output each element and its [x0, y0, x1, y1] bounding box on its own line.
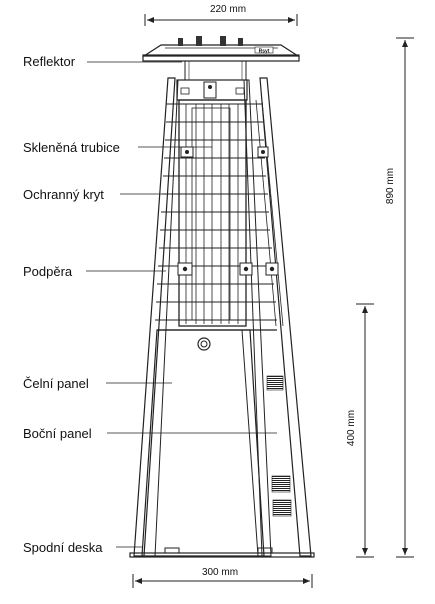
burner-head — [176, 79, 248, 101]
total-height-text: 890 mm — [385, 168, 396, 204]
panel-height-text: 400 mm — [346, 410, 357, 446]
top-width-text: 220 mm — [210, 4, 246, 15]
brand-badge: Rsyt — [259, 49, 270, 55]
guard-cage — [155, 99, 284, 327]
frame-legs — [133, 77, 312, 557]
callout-base-plate: Spodní deska — [23, 540, 142, 555]
label-glass-tube: Skleněná trubice — [23, 140, 120, 155]
glass-tube — [191, 107, 231, 321]
callout-side-panel: Boční panel — [23, 426, 277, 441]
total-height-dimension: 890 mm — [385, 37, 414, 558]
base-width-dimension: 300 mm — [132, 567, 313, 588]
top-width-dimension: 220 mm — [144, 4, 298, 26]
label-guard: Ochranný kryt — [23, 187, 104, 202]
callout-guard: Ochranný kryt — [23, 187, 184, 202]
callout-support: Podpěra — [23, 264, 166, 279]
label-reflector: Reflektor — [23, 54, 76, 69]
base-width-text: 300 mm — [202, 567, 238, 578]
label-side-panel: Boční panel — [23, 426, 92, 441]
support-brackets — [177, 146, 279, 276]
reflector-shape: Rsyt — [141, 36, 301, 80]
callout-glass-tube: Skleněná trubice — [23, 140, 212, 155]
label-front-panel: Čelní panel — [23, 376, 89, 391]
base-plate-shape — [129, 547, 315, 558]
panel-height-dimension: 400 mm — [346, 303, 374, 558]
label-support: Podpěra — [23, 264, 73, 279]
callout-reflector: Reflektor — [23, 54, 182, 69]
label-base-plate: Spodní deska — [23, 540, 103, 555]
lower-housing — [141, 329, 292, 557]
callout-front-panel: Čelní panel — [23, 376, 172, 391]
